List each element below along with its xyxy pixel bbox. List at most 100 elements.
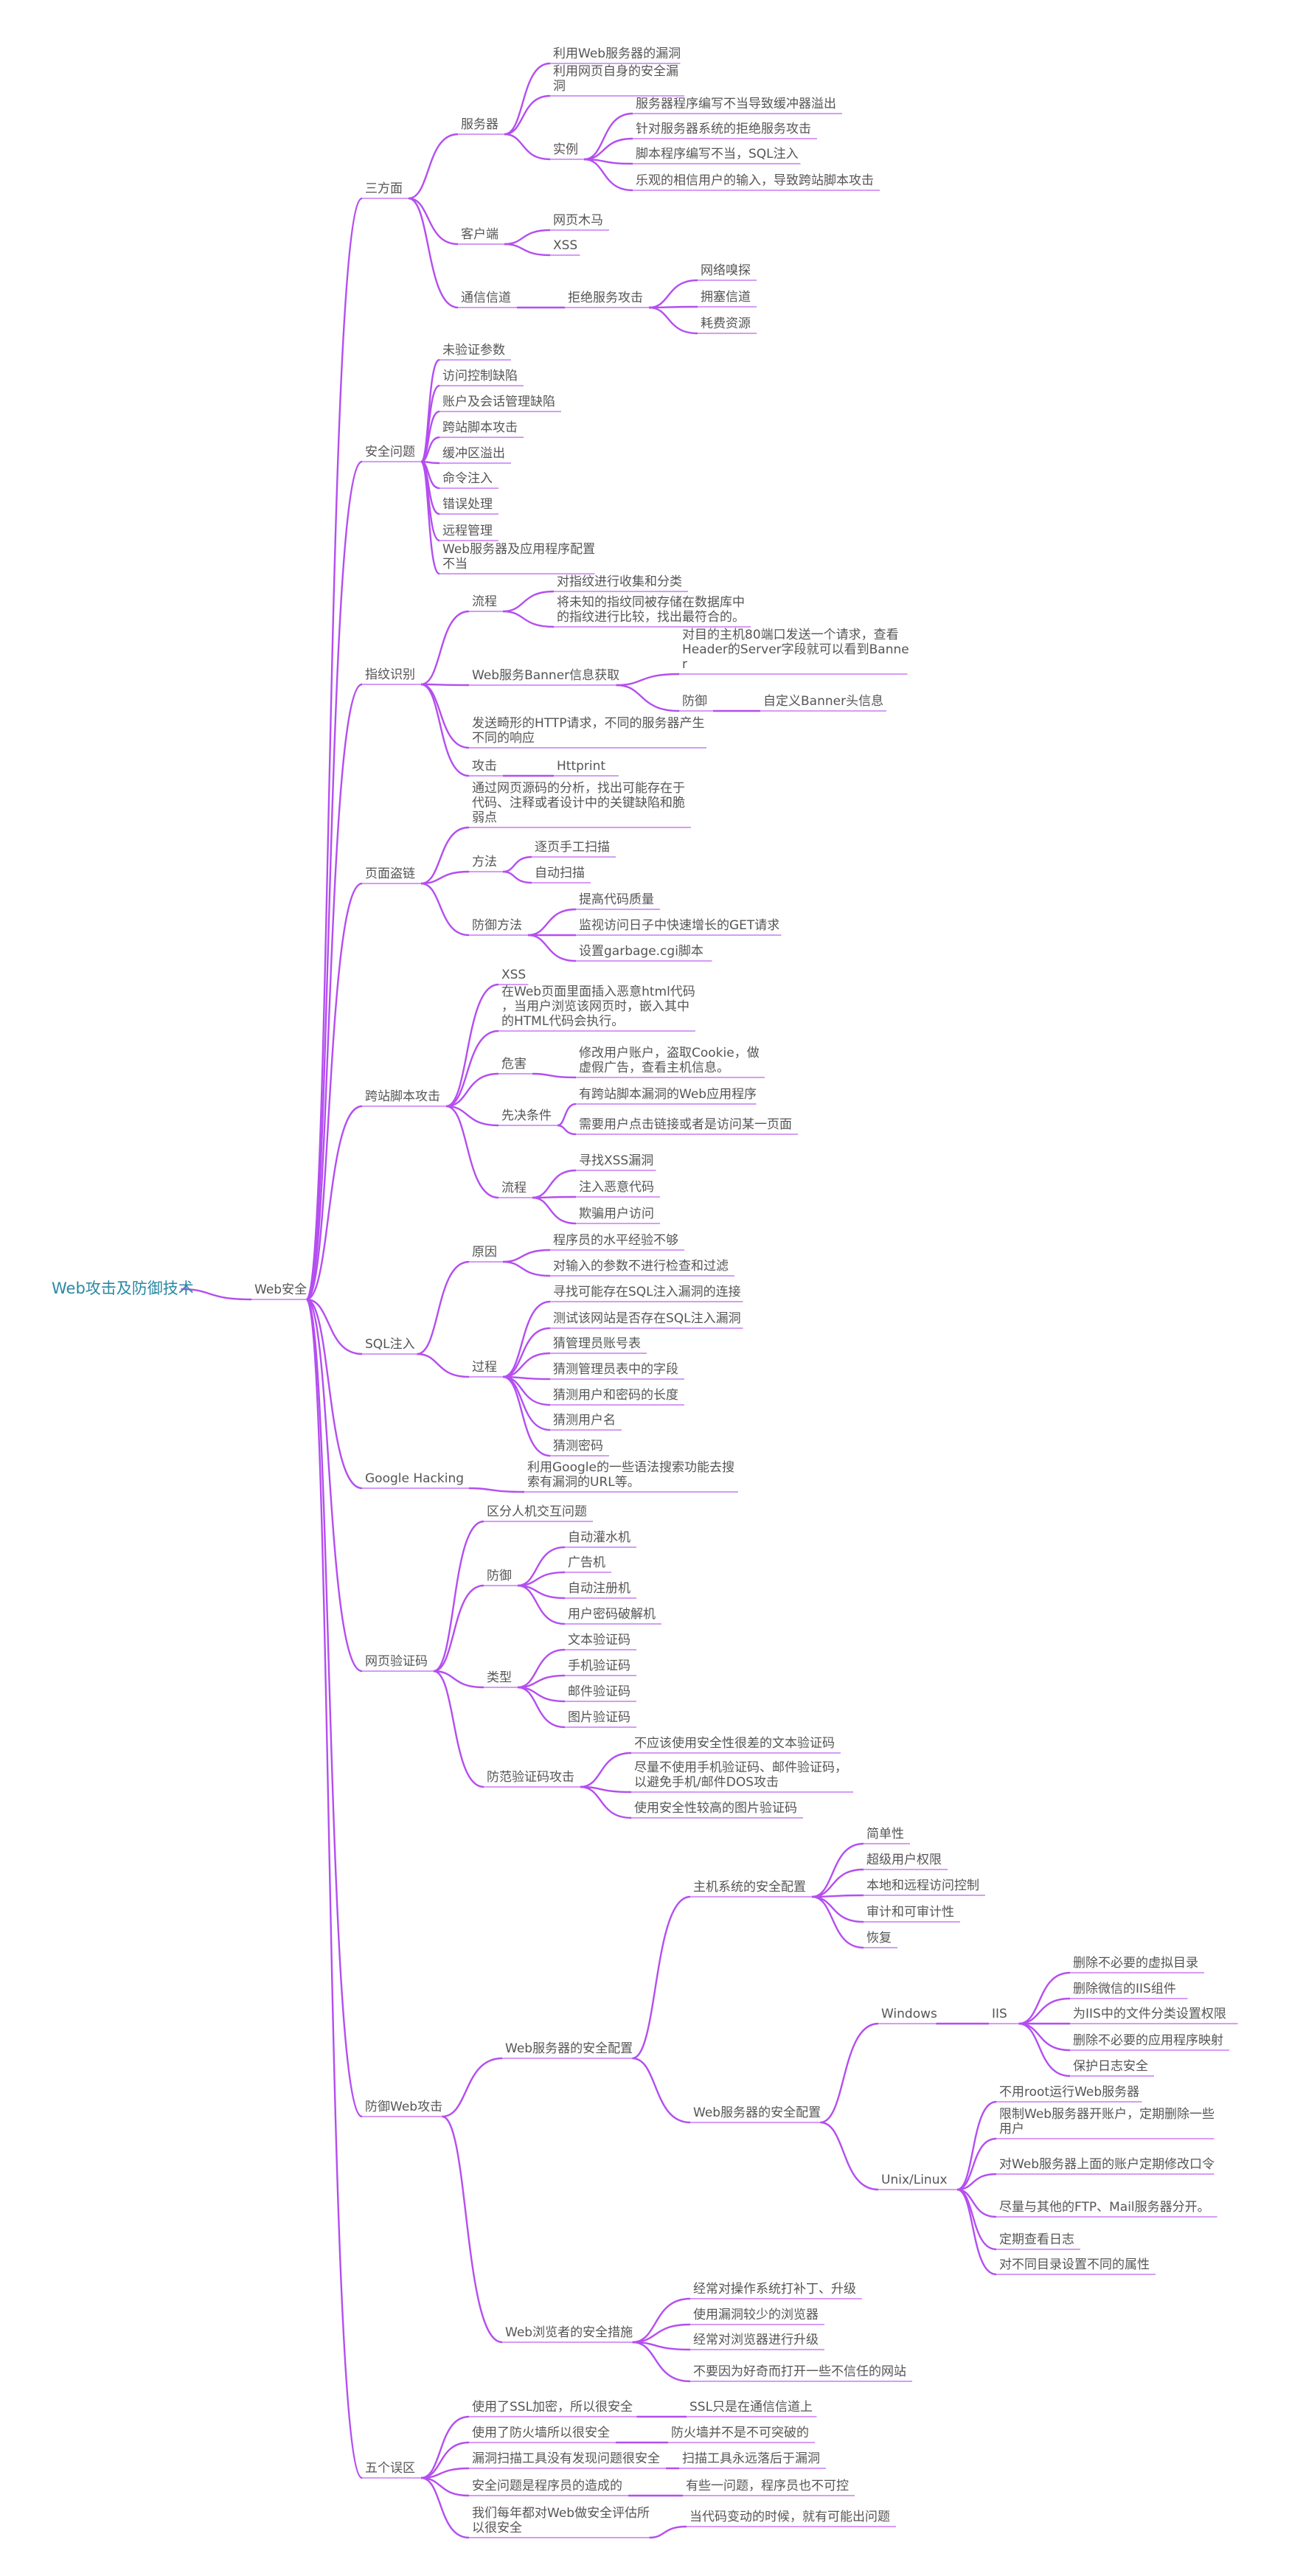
node-web: 利用Web服务器的漏洞 bbox=[553, 46, 681, 61]
node-node: 网络嗅探 bbox=[701, 263, 751, 278]
edge bbox=[648, 306, 698, 335]
node-node: 猜管理员账号表 bbox=[553, 1336, 641, 1351]
node-web: 我们每年都对Web做安全评估所以很安全 bbox=[472, 2506, 650, 2535]
node-node: 需要用户点击链接或者是访问某一页面 bbox=[579, 1117, 792, 1132]
node-node: 自动注册机 bbox=[568, 1581, 630, 1596]
edge bbox=[502, 1327, 551, 1378]
node-web: Web浏览者的安全措施 bbox=[505, 2325, 633, 2340]
node-node: 跨站脚本攻击 bbox=[365, 1089, 440, 1104]
node-node: 安全问题是程序员的造成的 bbox=[472, 2479, 622, 2493]
edge bbox=[557, 1103, 577, 1127]
node-node: 自动灌水机 bbox=[568, 1530, 630, 1545]
node-node: 文本验证码 bbox=[568, 1633, 630, 1648]
edge bbox=[632, 2341, 691, 2383]
edge bbox=[305, 882, 363, 1301]
node-garbage-cgi: 设置garbage.cgi脚本 bbox=[579, 944, 703, 959]
node-node: 程序员的水平经验不够 bbox=[553, 1233, 678, 1248]
node-xss: 寻找XSS漏洞 bbox=[579, 1153, 653, 1168]
node-node: 对指纹进行收集和分类 bbox=[557, 574, 682, 589]
edge bbox=[417, 1260, 470, 1355]
node-get: 监视访问日子中快速增长的GET请求 bbox=[579, 918, 779, 933]
edge bbox=[956, 2100, 997, 2191]
node-node: 主机系统的安全配置 bbox=[693, 1880, 806, 1895]
node-httprint: Httprint bbox=[557, 759, 605, 774]
edge bbox=[306, 1298, 363, 1355]
edge bbox=[1018, 1997, 1071, 2025]
edge bbox=[420, 2476, 470, 2539]
edge bbox=[305, 197, 364, 1301]
node-node: 指纹识别 bbox=[365, 667, 415, 682]
edge bbox=[632, 2297, 691, 2344]
edge bbox=[420, 683, 470, 749]
node-xss: XSS bbox=[553, 238, 577, 253]
node-node: 五个误区 bbox=[365, 2461, 415, 2476]
edge bbox=[811, 1895, 864, 1949]
node-node: 防范验证码攻击 bbox=[487, 1770, 574, 1785]
edge bbox=[1018, 2022, 1071, 2077]
edge bbox=[517, 1686, 566, 1729]
edge bbox=[306, 1105, 363, 1301]
edge bbox=[583, 158, 633, 192]
node-node: 不应该使用安全性很差的文本验证码 bbox=[634, 1735, 835, 1751]
node-node: 使用安全性较高的图片验证码 bbox=[634, 1800, 797, 1816]
node-node: 有些一问题，程序员也不可控 bbox=[686, 2479, 849, 2493]
node-node: 防御 bbox=[487, 1569, 512, 1583]
node-node: 通过网页源码的分析，找出可能存在于代码、注释或者设计中的关键缺陷和脆弱点 bbox=[472, 781, 685, 825]
edge bbox=[504, 133, 551, 161]
edge bbox=[445, 1105, 499, 1199]
node-web: 有跨站脚本漏洞的Web应用程序 bbox=[579, 1087, 757, 1102]
edge bbox=[445, 1105, 499, 1127]
edge bbox=[420, 683, 470, 687]
node-node: 账户及会话管理缺陷 bbox=[442, 395, 555, 409]
node-node: 原因 bbox=[472, 1245, 497, 1260]
edge bbox=[445, 983, 499, 1108]
edge bbox=[442, 2115, 503, 2344]
edge bbox=[532, 1072, 577, 1079]
edge bbox=[420, 870, 470, 885]
edge bbox=[532, 1169, 577, 1199]
node-web: Web安全 bbox=[254, 1282, 307, 1297]
edge bbox=[420, 882, 470, 937]
edge bbox=[181, 1288, 252, 1301]
node-node: 防御 bbox=[682, 694, 707, 709]
node-node: 简单性 bbox=[866, 1827, 904, 1841]
node-node: 乐观的相信用户的输入，导致跨站脚本攻击 bbox=[636, 173, 874, 188]
edge bbox=[502, 870, 532, 884]
edge bbox=[420, 2415, 470, 2479]
node-ssl: 使用了SSL加密，所以很安全 bbox=[472, 2399, 633, 2414]
node-node: 错误处理 bbox=[442, 497, 493, 512]
edge bbox=[504, 243, 551, 257]
node-node: 耗费资源 bbox=[701, 316, 751, 331]
edge bbox=[632, 2323, 691, 2344]
node-node: 手机验证码 bbox=[568, 1659, 630, 1673]
node-node: 先决条件 bbox=[501, 1108, 552, 1123]
edge bbox=[956, 2188, 997, 2276]
node-node: 拥塞信道 bbox=[701, 290, 751, 305]
edge bbox=[305, 683, 363, 1301]
edge bbox=[517, 1584, 566, 1625]
node-node: 欺骗用户访问 bbox=[579, 1207, 654, 1221]
node-node: 超级用户权限 bbox=[866, 1853, 942, 1867]
node-node: 危害 bbox=[501, 1057, 527, 1072]
node-web: 限制Web服务器开账户，定期删除一些用户 bbox=[999, 2107, 1215, 2136]
node-node: 攻击 bbox=[472, 759, 497, 774]
node-node: 远程管理 bbox=[442, 524, 493, 538]
node-sql: SQL注入 bbox=[365, 1337, 415, 1352]
node-node: 用户密码破解机 bbox=[568, 1607, 656, 1622]
node-node: 命令注入 bbox=[442, 471, 493, 486]
node-web: Web攻击及防御技术 bbox=[52, 1280, 194, 1297]
node-node: 逐页手工扫描 bbox=[535, 840, 610, 855]
node-ftp-mail: 尽量与其他的FTP、Mail服务器分开。 bbox=[999, 2200, 1210, 2215]
node-node: 拒绝服务攻击 bbox=[568, 291, 643, 305]
edge bbox=[527, 934, 577, 962]
edge bbox=[557, 1124, 577, 1136]
node-node: 将未知的指纹同被存储在数据库中的指纹进行比较，找出最符合的。 bbox=[557, 595, 745, 625]
edge bbox=[420, 683, 470, 777]
edge bbox=[420, 826, 470, 885]
node-web: 防御Web攻击 bbox=[365, 2100, 442, 2114]
node-node: 使用漏洞较少的浏览器 bbox=[693, 2307, 819, 2322]
node-node: 删除不必要的虚拟目录 bbox=[1073, 1956, 1198, 1971]
node-node: 图片验证码 bbox=[568, 1710, 630, 1725]
node-node: 跨站脚本攻击 bbox=[442, 420, 518, 435]
